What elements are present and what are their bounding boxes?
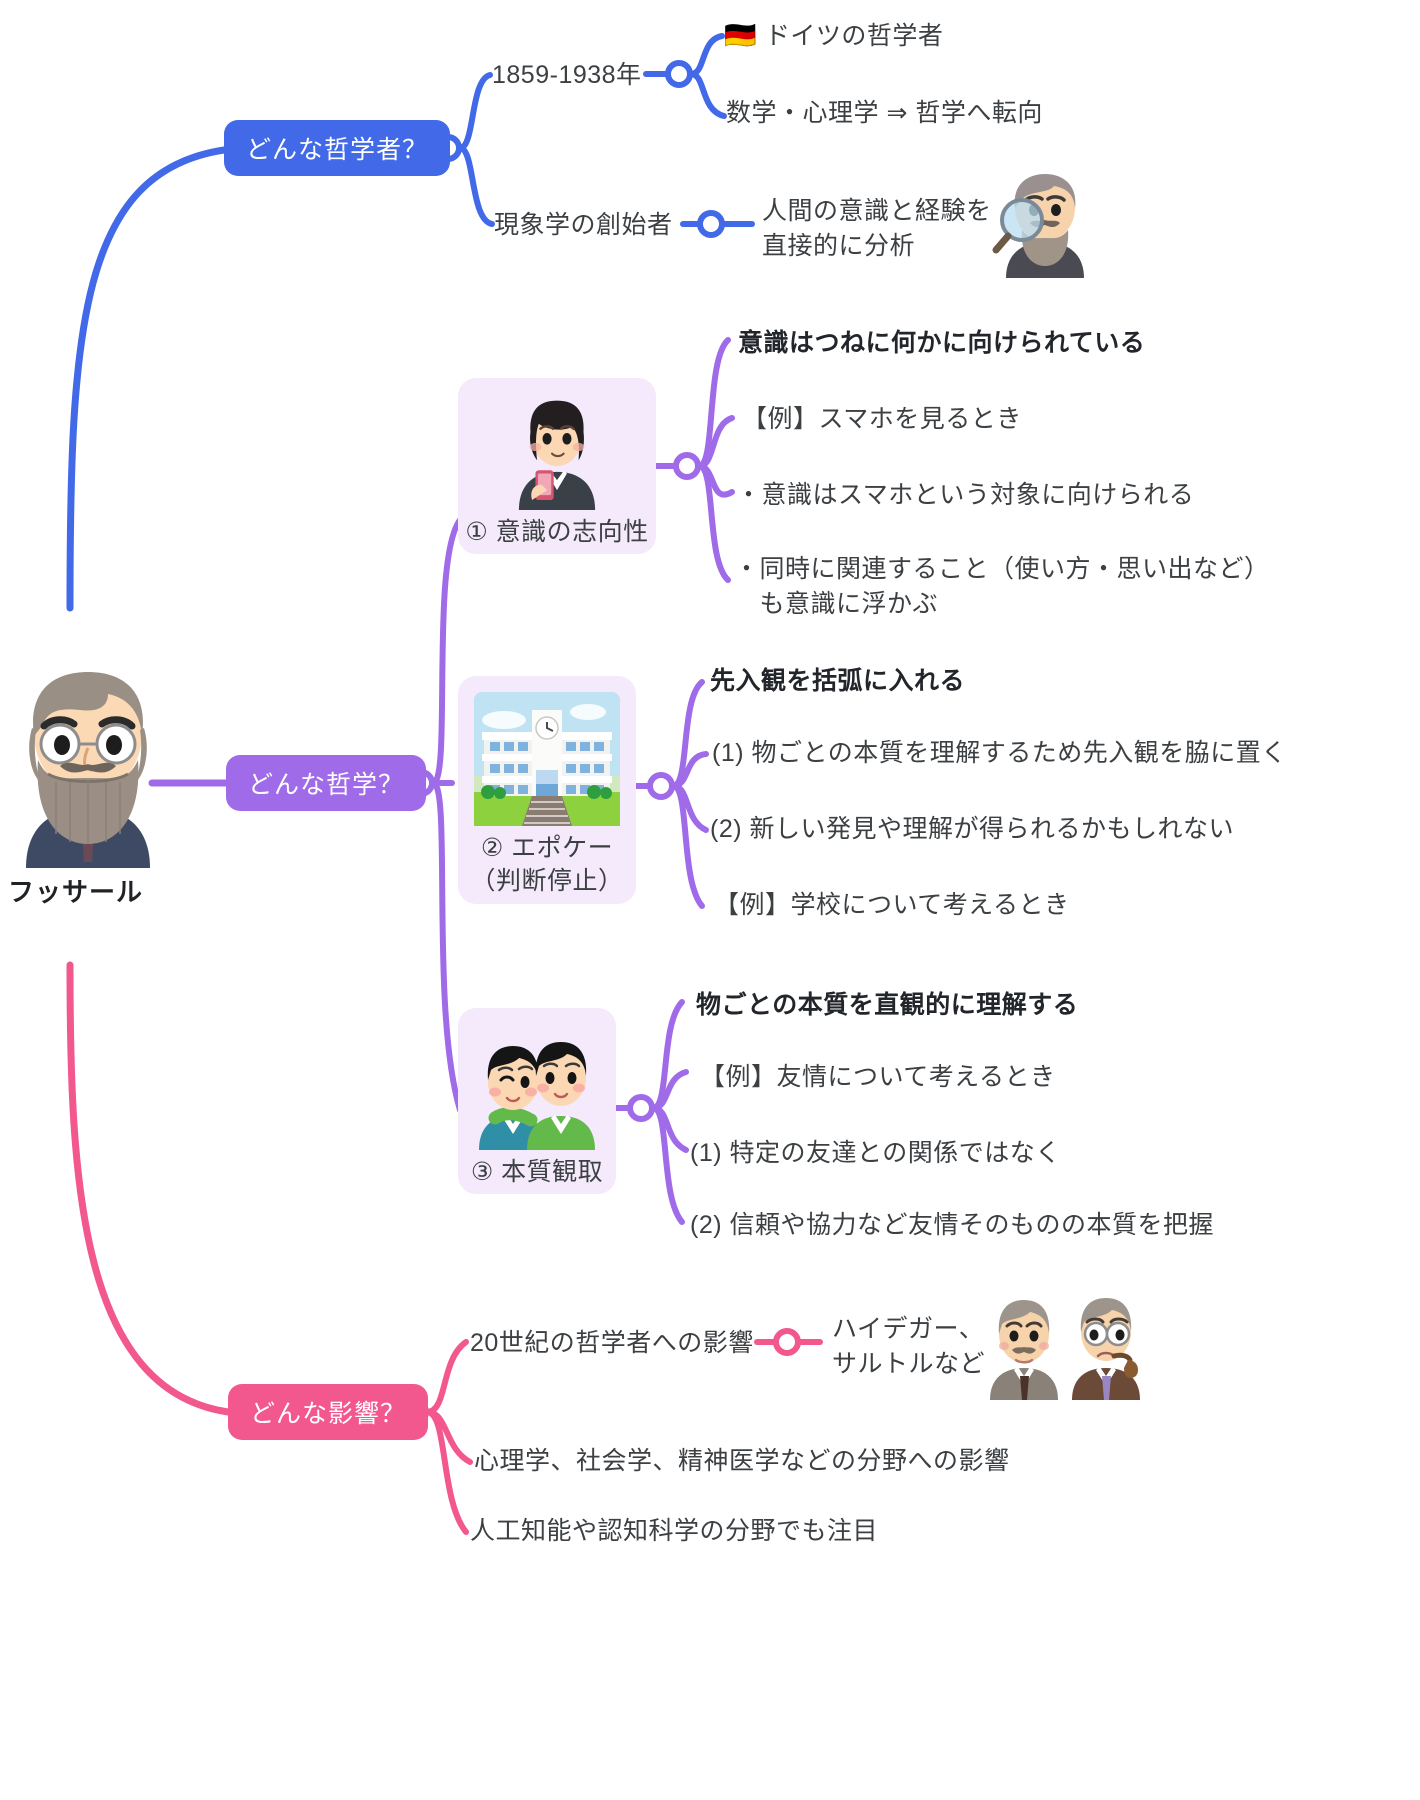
leaf-fields-influence[interactable]: 心理学、社会学、精神医学などの分野への影響	[474, 1447, 1010, 1475]
leaf-intentionality-point2[interactable]: ・同時に関連すること（使い方・思い出など） も意識に浮かぶ	[734, 555, 1270, 618]
leaf-german-philosopher-label: ドイツの哲学者	[764, 21, 944, 50]
branch-pill-philosopher[interactable]: どんな哲学者？	[224, 120, 451, 176]
leaf-20c-philosophers[interactable]: 20世紀の哲学者への影響	[470, 1329, 754, 1357]
leaf-german-philosopher[interactable]: 🇩🇪 ドイツの哲学者	[724, 18, 943, 54]
leaf-intentionality-point1[interactable]: ・意識はスマホという対象に向けられる	[736, 481, 1195, 509]
leaf-epoche-example[interactable]: 【例】学校について考えるとき	[714, 891, 1070, 919]
husserl-portrait-icon	[8, 648, 168, 868]
leaf-lifespan[interactable]: 1859-1938年	[492, 61, 642, 89]
woman-smartphone-icon	[487, 394, 627, 510]
leaf-epoche-main[interactable]: 先入観を括弧に入れる	[710, 667, 966, 695]
leaf-founder-phenomenology[interactable]: 現象学の創始者	[494, 211, 673, 239]
leaf-epoche-point1[interactable]: (1) 物ごとの本質を理解するため先入観を脇に置く	[712, 739, 1287, 767]
leaf-epoche-point2[interactable]: (2) 新しい発見や理解が得られるかもしれない	[710, 815, 1235, 843]
leaf-essence-main[interactable]: 物ごとの本質を直観的に理解する	[696, 991, 1079, 1019]
heidegger-sartre-icon	[986, 1290, 1146, 1400]
philosopher-magnifier-icon	[990, 168, 1100, 278]
leaf-essence-point1[interactable]: (1) 特定の友達との関係ではなく	[690, 1139, 1061, 1167]
leaf-heidegger-sartre[interactable]: ハイデガー、 サルトルなど	[832, 1315, 986, 1378]
card-epoche[interactable]: ② エポケー （判断停止）	[458, 676, 636, 904]
card-essence[interactable]: ③ 本質観取	[458, 1008, 616, 1194]
leaf-essence-point2[interactable]: (2) 信頼や協力など友情そのものの本質を把握	[690, 1211, 1215, 1239]
leaf-intentionality-example[interactable]: 【例】スマホを見るとき	[742, 405, 1022, 433]
leaf-math-psychology-turn[interactable]: 数学・心理学 ⇒ 哲学へ転向	[726, 99, 1043, 127]
branch-pill-influence[interactable]: どんな影響？	[228, 1384, 429, 1440]
leaf-essence-example[interactable]: 【例】友情について考えるとき	[700, 1063, 1056, 1091]
center-node-label: フッサール	[8, 877, 144, 907]
leaf-direct-analysis[interactable]: 人間の意識と経験を 直接的に分析	[762, 197, 992, 260]
leaf-ai-cognitive-science[interactable]: 人工知能や認知科学の分野でも注目	[470, 1517, 879, 1545]
card-epoche-label: ② エポケー （判断停止）	[470, 834, 624, 895]
german-flag-icon: 🇩🇪	[724, 20, 757, 50]
branch-pill-philosophy[interactable]: どんな哲学？	[226, 755, 427, 811]
card-intentionality-label: ① 意識の志向性	[465, 518, 649, 546]
leaf-intentionality-main[interactable]: 意識はつねに何かに向けられている	[738, 329, 1146, 357]
school-building-icon	[474, 692, 620, 826]
card-intentionality[interactable]: ① 意識の志向性	[458, 378, 656, 554]
two-friends-icon	[473, 1024, 601, 1150]
card-essence-label: ③ 本質観取	[470, 1158, 604, 1186]
